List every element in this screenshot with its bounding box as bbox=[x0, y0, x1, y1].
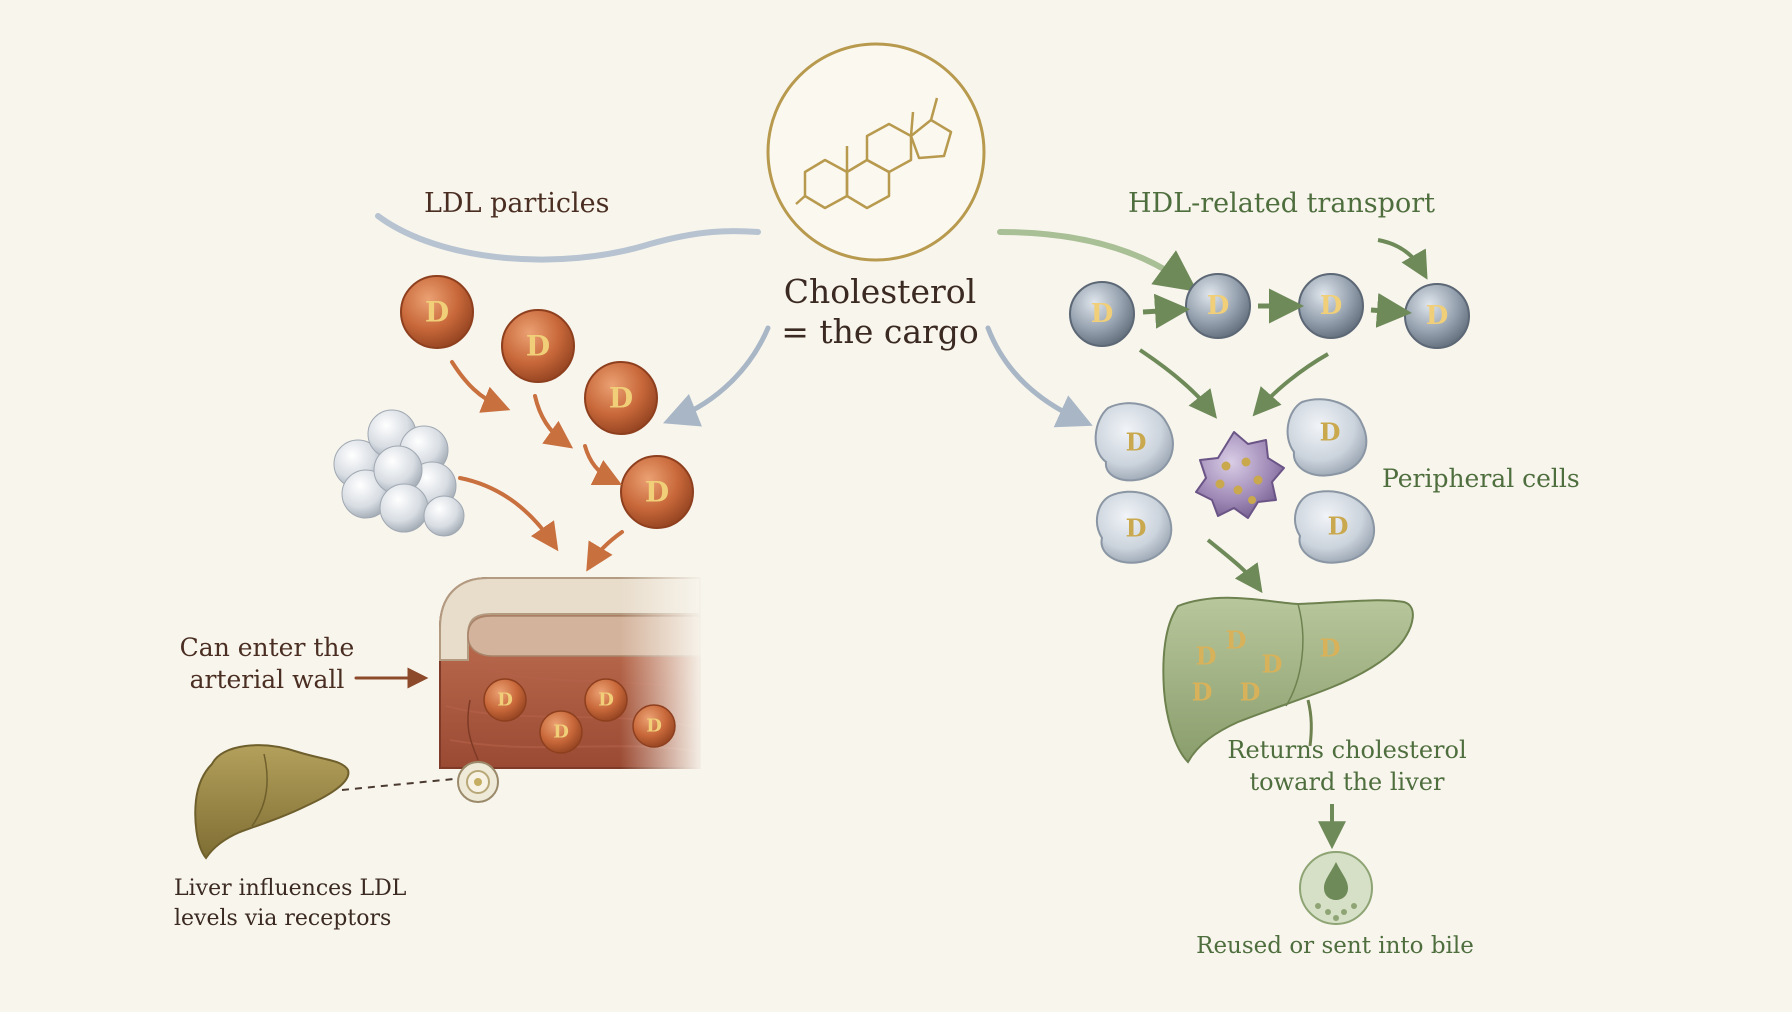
hdl-swoosh bbox=[997, 229, 1198, 292]
ldl-particle bbox=[400, 275, 474, 349]
liver-receptor-label-line2: levels via receptors bbox=[174, 906, 392, 931]
ldl-particle bbox=[584, 361, 658, 435]
hdl-letter: D bbox=[1091, 299, 1114, 329]
hdl-arrow bbox=[1370, 292, 1412, 328]
immune-cell-icon bbox=[1195, 431, 1285, 519]
cell-letter: D bbox=[1126, 428, 1147, 457]
ldl-letter: D bbox=[425, 296, 449, 329]
liver-letter: D bbox=[1320, 634, 1341, 663]
liver-receptor-label-line1: Liver influences LDL bbox=[174, 876, 407, 901]
ldl-arrow bbox=[458, 476, 559, 552]
liver-icon-right bbox=[1162, 596, 1414, 764]
hdl-arrow bbox=[1142, 293, 1190, 329]
steroid-ring-icon bbox=[766, 42, 986, 262]
hdl-to-cell-arrow bbox=[1252, 352, 1329, 417]
peripheral-cell-icon bbox=[1286, 398, 1368, 477]
ldl-letter: D bbox=[609, 382, 633, 415]
cell-letter: D bbox=[1320, 418, 1341, 447]
cholesterol-label: Cholesterol = the cargo bbox=[760, 272, 1000, 352]
ldl-arrow bbox=[583, 444, 623, 486]
ldl-arrow bbox=[533, 394, 574, 449]
hdl-letter: D bbox=[1426, 301, 1449, 331]
ldl-in-wall bbox=[483, 678, 676, 754]
bile-label: Reused or sent into bile bbox=[1196, 933, 1474, 959]
arterial-wall-label-line2: arterial wall bbox=[189, 665, 345, 694]
hdl-to-cell-arrow bbox=[1138, 348, 1217, 419]
peripheral-cells bbox=[1094, 398, 1375, 564]
hdl-arrow bbox=[1377, 238, 1428, 280]
ldl-letter: D bbox=[553, 722, 569, 743]
liver-letter: D bbox=[1196, 642, 1217, 671]
hdl-particles bbox=[1069, 273, 1470, 349]
liver-letter: D bbox=[1226, 626, 1247, 655]
arterial-wall-label-line1: Can enter the bbox=[179, 633, 355, 662]
ldl-arrow bbox=[450, 360, 511, 413]
receptor-icon bbox=[457, 761, 499, 803]
hdl-letter: D bbox=[1207, 291, 1230, 321]
ldl-swoosh bbox=[375, 213, 761, 263]
ldl-arrow bbox=[586, 530, 624, 572]
receptor-link bbox=[341, 777, 465, 791]
ldl-particles bbox=[400, 275, 694, 529]
liver-letter: D bbox=[1262, 650, 1283, 679]
peripheral-cells-label: Peripheral cells bbox=[1382, 464, 1580, 493]
ldl-particle bbox=[620, 455, 694, 529]
arrow-to-cells bbox=[985, 325, 1093, 428]
returns-to-liver-label-line2: toward the liver bbox=[1249, 768, 1445, 796]
arterial-wall-label: Can enter the arterial wall bbox=[150, 632, 384, 696]
bile-droplet-icon bbox=[1299, 851, 1373, 925]
particle-letters: D D D D D D D D D D D D D D D D D D D D … bbox=[425, 291, 1448, 743]
cell-letter: D bbox=[1126, 514, 1147, 543]
liver-icon-left bbox=[194, 744, 350, 860]
peripheral-cell-icon bbox=[1095, 490, 1173, 564]
ldl-particle bbox=[501, 309, 575, 383]
hdl-transport-label: HDL-related transport bbox=[1128, 188, 1435, 219]
ldl-letter: D bbox=[645, 476, 669, 509]
lipid-cluster-icon bbox=[333, 409, 465, 537]
arrow-to-ldl bbox=[663, 325, 771, 427]
liver-receptor-label: Liver influences LDL levels via receptor… bbox=[174, 874, 406, 934]
hdl-letter: D bbox=[1320, 291, 1343, 321]
ldl-letter: D bbox=[646, 716, 662, 737]
cholesterol-label-line2: = the cargo bbox=[781, 312, 979, 351]
peripheral-cell-icon bbox=[1094, 402, 1174, 482]
liver-letter: D bbox=[1192, 678, 1213, 707]
cholesterol-label-line1: Cholesterol bbox=[783, 272, 977, 311]
ldl-letter: D bbox=[598, 690, 614, 711]
ldl-letter: D bbox=[497, 690, 513, 711]
returns-to-liver-label: Returns cholesterol toward the liver bbox=[1204, 734, 1490, 798]
peripheral-cell-icon bbox=[1294, 490, 1375, 564]
liver-letter: D bbox=[1240, 678, 1261, 707]
returns-to-liver-label-line1: Returns cholesterol bbox=[1227, 736, 1467, 764]
cell-letter: D bbox=[1328, 512, 1349, 541]
cells-to-liver-arrow bbox=[1206, 538, 1263, 594]
ldl-letter: D bbox=[526, 330, 550, 363]
ldl-particles-label: LDL particles bbox=[424, 188, 610, 219]
